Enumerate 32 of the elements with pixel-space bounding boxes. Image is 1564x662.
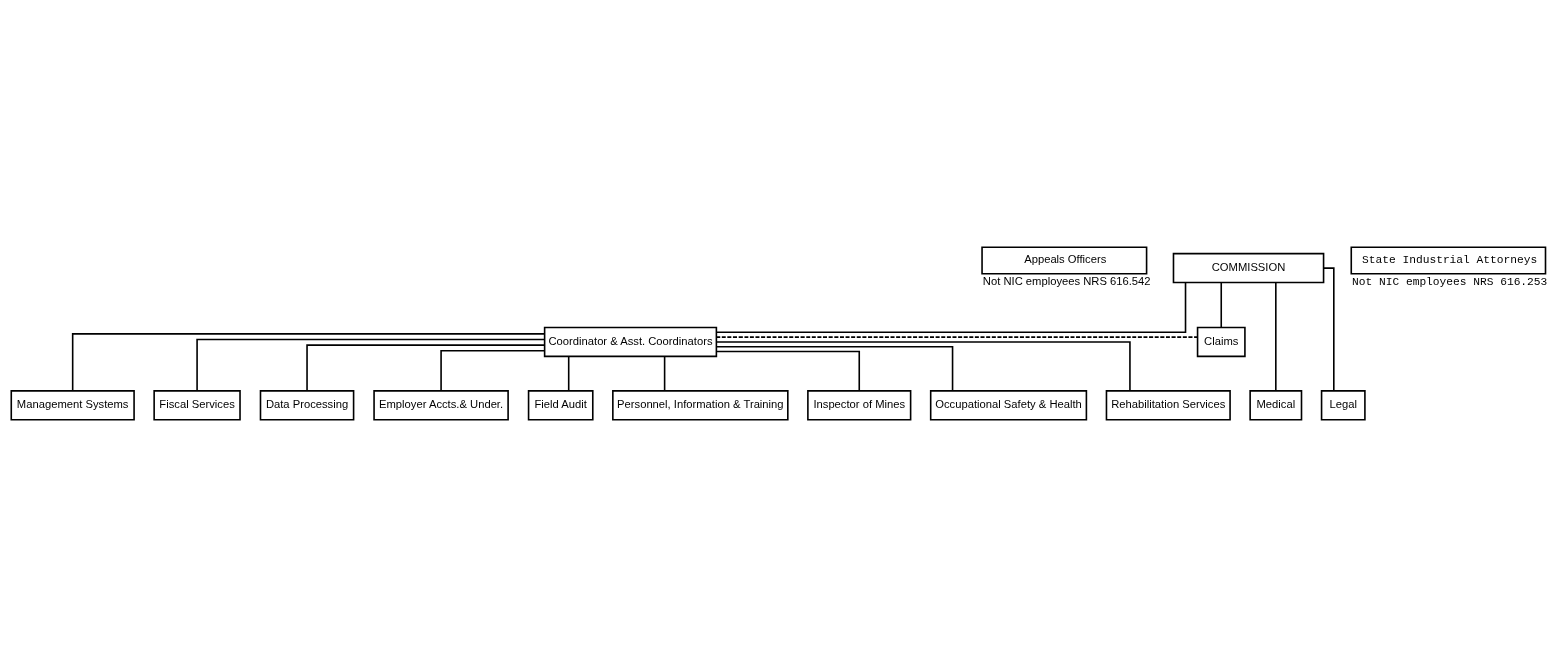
connector [715, 281, 1187, 333]
node-box: Occupational Safety & Health [929, 389, 1088, 421]
connector [1275, 281, 1277, 392]
node-box: Data Processing [259, 389, 355, 421]
node-box: Appeals Officers [981, 245, 1148, 274]
node-box: Medical [1249, 389, 1303, 421]
node-box: Management Systems [10, 389, 135, 421]
node-box: Rehabilitation Services [1105, 389, 1231, 421]
connector [196, 338, 546, 392]
connector [440, 349, 546, 392]
node-box: Personnel, Information & Training [612, 389, 789, 421]
connector [1220, 281, 1223, 328]
connector [306, 343, 546, 392]
connector [1322, 266, 1335, 391]
node-box: Coordinator & Asst. Coordinators [543, 326, 718, 357]
node-box: Inspector of Mines [807, 389, 912, 421]
node-label: Not NIC employees NRS 616.542 [982, 274, 1151, 287]
connector [715, 340, 1131, 391]
node-box: State Industrial Attorneys [1350, 245, 1547, 274]
connector [71, 332, 546, 392]
node-box: Fiscal Services [153, 389, 241, 421]
connector [715, 350, 861, 391]
connector [663, 355, 666, 392]
connector [715, 335, 1199, 338]
node-box: COMMISSION [1172, 252, 1325, 283]
connector [715, 345, 954, 392]
node-box: Employer Accts.& Under. [373, 389, 509, 421]
node-label: Not NIC employees NRS 616.253 [1352, 275, 1548, 288]
node-box: Legal [1320, 389, 1366, 421]
connector [567, 355, 570, 392]
node-box: Claims [1196, 326, 1246, 357]
node-box: Field Audit [527, 389, 594, 421]
